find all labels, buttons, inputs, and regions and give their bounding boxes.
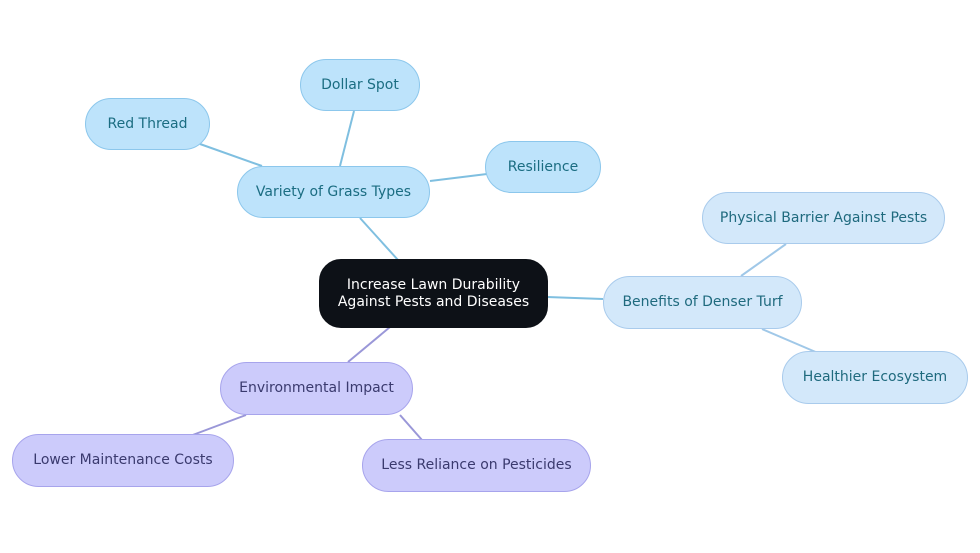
link-grass-types-resilience (429, 173, 488, 182)
leaf-node-physical-barrier-label: Physical Barrier Against Pests (719, 209, 928, 226)
link-root-grass-types (359, 217, 399, 261)
branch-node-denser-turf[interactable]: Benefits of Denser Turf (603, 276, 802, 329)
link-environmental-pesticides (399, 414, 423, 441)
leaf-node-resilience[interactable]: Resilience (485, 141, 601, 193)
link-grass-types-dollar-spot (339, 110, 355, 167)
leaf-node-dollar-spot-label: Dollar Spot (321, 76, 399, 93)
link-environmental-maintenance (189, 414, 247, 437)
link-root-environmental (347, 326, 391, 363)
root-node[interactable]: Increase Lawn Durability Against Pests a… (319, 259, 548, 328)
branch-node-grass-types[interactable]: Variety of Grass Types (237, 166, 430, 218)
leaf-node-lower-maintenance-label: Lower Maintenance Costs (33, 452, 213, 468)
link-grass-types-red-thread (199, 143, 263, 167)
leaf-node-dollar-spot[interactable]: Dollar Spot (300, 59, 420, 111)
leaf-node-red-thread-label: Red Thread (107, 115, 188, 132)
branch-node-grass-types-label: Variety of Grass Types (255, 183, 412, 200)
leaf-node-healthier-ecosystem[interactable]: Healthier Ecosystem (782, 351, 968, 404)
leaf-node-less-pesticides[interactable]: Less Reliance on Pesticides (362, 439, 591, 492)
leaf-node-lower-maintenance[interactable]: Lower Maintenance Costs (12, 434, 234, 487)
link-denser-turf-ecosystem (761, 328, 819, 354)
branch-node-denser-turf-label: Benefits of Denser Turf (622, 294, 783, 310)
leaf-node-physical-barrier[interactable]: Physical Barrier Against Pests (702, 192, 945, 244)
link-root-denser-turf (546, 296, 604, 300)
leaf-node-less-pesticides-label: Less Reliance on Pesticides (381, 457, 572, 473)
leaf-node-healthier-ecosystem-label: Healthier Ecosystem (802, 369, 948, 385)
branch-node-environmental-impact-label: Environmental Impact (239, 380, 394, 396)
leaf-node-red-thread[interactable]: Red Thread (85, 98, 210, 150)
root-node-label: Increase Lawn Durability Against Pests a… (337, 276, 530, 310)
leaf-node-resilience-label: Resilience (507, 158, 579, 175)
branch-node-environmental-impact[interactable]: Environmental Impact (220, 362, 413, 415)
link-denser-turf-barrier (740, 243, 787, 277)
